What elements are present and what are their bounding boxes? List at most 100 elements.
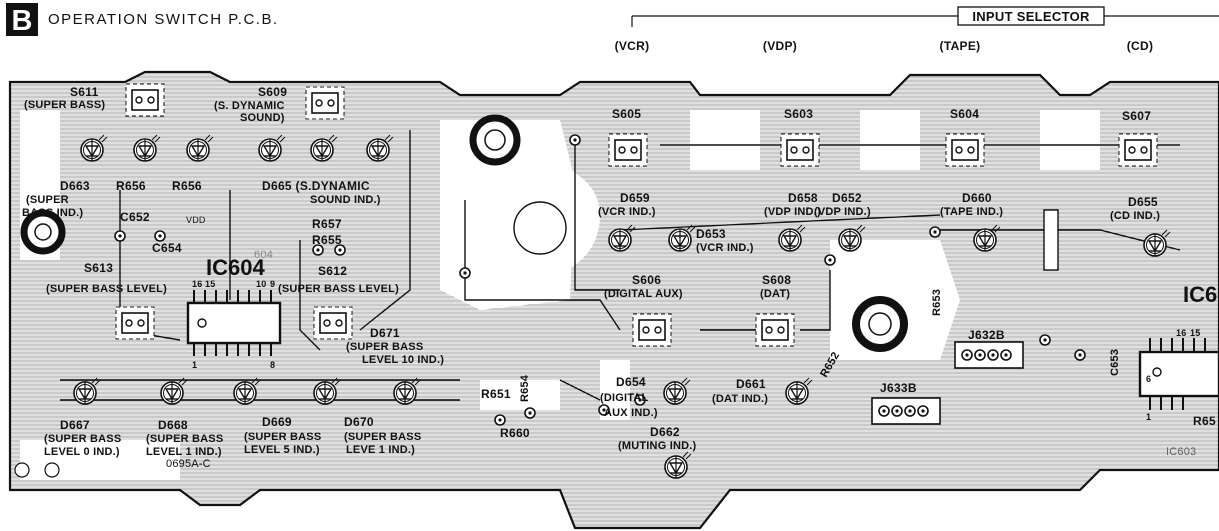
connector-j633b [871, 397, 941, 425]
label-s612: S612 [318, 264, 347, 278]
switch-s608 [755, 313, 795, 347]
switch-s605 [608, 133, 648, 167]
label-pin1: 1 [192, 360, 197, 370]
switch-s603 [780, 133, 820, 167]
ic603-chip [1138, 338, 1219, 410]
label-d654: D654 [616, 375, 646, 389]
switch-s613 [115, 306, 155, 340]
label-d669-desc1: (SUPER BASS [244, 431, 321, 443]
mounting-holes [14, 114, 1059, 478]
selector-vcr: (VCR) [615, 39, 650, 53]
label-ic603-bot: IC603 [1166, 446, 1196, 458]
label-d668: D668 [158, 418, 188, 432]
label-d660-desc: (TAPE IND.) [940, 206, 1003, 218]
label-s604: S604 [950, 107, 979, 121]
label-s612-desc: (SUPER BASS LEVEL) [278, 283, 399, 295]
label-pin15a: 15 [205, 279, 215, 289]
label-s611-desc: (SUPER BASS) [24, 99, 105, 111]
label-r660: R660 [500, 426, 530, 440]
label-r651: R651 [481, 387, 511, 401]
label-r656a: R656 [116, 179, 146, 193]
input-selector-box [957, 6, 1105, 26]
label-d671: D671 [370, 326, 400, 340]
label-r657: R657 [312, 217, 342, 231]
label-pin1b: 1 [1146, 412, 1151, 422]
label-pin9: 9 [270, 279, 275, 289]
selector-tape: (TAPE) [940, 39, 981, 53]
header: B OPERATION SWITCH P.C.B. INPUT SELECTOR… [6, 3, 1219, 53]
selector-cd: (CD) [1127, 39, 1154, 53]
label-d665: D665 (S.DYNAMIC [262, 179, 370, 193]
label-d660: D660 [962, 191, 992, 205]
switch-s607 [1118, 133, 1158, 167]
label-ic603-top: IC60 [1183, 282, 1219, 307]
label-pin16a: 16 [192, 279, 202, 289]
label-r654: R654 [519, 374, 531, 402]
label-d669: D669 [262, 415, 292, 429]
label-s609: S609 [258, 85, 287, 99]
label-pcb-code: 0695A-C [166, 458, 211, 470]
label-s609-desc1: (S. DYNAMIC [214, 100, 285, 112]
label-d667: D667 [60, 418, 90, 432]
label-s606-desc: (DIGITAL AUX) [604, 288, 683, 300]
selector-vdp: (VDP) [763, 39, 797, 53]
switch-s604 [945, 133, 985, 167]
label-vdd: VDD [186, 215, 206, 225]
label-d658: D658 [788, 191, 818, 205]
label-s613-desc: (SUPER BASS LEVEL) [46, 283, 167, 295]
label-d654-desc2: AUX IND.) [604, 407, 658, 419]
label-j633b: J633B [880, 381, 917, 395]
label-c652: C652 [120, 210, 150, 224]
label-d667-desc1: (SUPER BASS [44, 433, 121, 445]
label-ic604: IC604 [206, 255, 265, 280]
label-s608-desc: (DAT) [760, 288, 790, 300]
component-labels: S611 (SUPER BASS) S609 (S. DYNAMIC SOUND… [22, 85, 1219, 470]
label-s606: S606 [632, 273, 661, 287]
label-d661: D661 [736, 377, 766, 391]
label-d662-desc: (MUTING IND.) [618, 440, 697, 452]
label-pin6: 6 [1146, 374, 1151, 384]
label-d658-desc: (VDP IND.) [764, 206, 821, 218]
label-d653: D653 [696, 227, 726, 241]
label-s603: S603 [784, 107, 813, 121]
label-d661-desc: (DAT IND.) [712, 393, 768, 405]
label-d671-desc1: (SUPER BASS [346, 341, 423, 353]
label-j632b: J632B [968, 328, 1005, 342]
label-d670: D670 [344, 415, 374, 429]
label-d670-desc1: (SUPER BASS [344, 431, 421, 443]
label-d654-desc1: (DIGITAL [600, 392, 649, 404]
label-s611: S611 [70, 85, 99, 99]
section-badge [6, 3, 38, 36]
label-d671-desc2: LEVEL 10 IND.) [362, 354, 444, 366]
label-pin15b: 15 [1190, 328, 1200, 338]
label-pin8: 8 [270, 360, 275, 370]
label-pin16b: 16 [1176, 328, 1186, 338]
switch-s606 [632, 313, 672, 347]
switch-s612 [313, 306, 353, 340]
label-d662: D662 [650, 425, 680, 439]
label-r653: R653 [931, 289, 943, 316]
connector-j632b [954, 341, 1024, 369]
label-super-bass-ind1: (SUPER [26, 194, 69, 206]
label-s609-desc2: SOUND) [240, 112, 285, 124]
label-d665-desc: SOUND IND.) [310, 194, 381, 206]
label-d659-desc: (VCR IND.) [598, 206, 656, 218]
label-s607: S607 [1122, 109, 1151, 123]
label-pin10: 10 [256, 279, 266, 289]
label-c653: C653 [1109, 349, 1121, 376]
label-ic-ghost: 604 [254, 249, 273, 261]
label-d667-desc2: LEVEL 0 IND.) [44, 446, 120, 458]
label-d659: D659 [620, 191, 650, 205]
label-d663: D663 [60, 179, 90, 193]
label-d669-desc2: LEVEL 5 IND.) [244, 444, 320, 456]
input-selector-label: INPUT SELECTOR [972, 9, 1090, 24]
switch-s609 [305, 86, 345, 120]
label-r655: R655 [312, 233, 342, 247]
switch-s611 [125, 83, 165, 117]
label-r65: R65 [1193, 414, 1216, 428]
label-r656b: R656 [172, 179, 202, 193]
label-s605: S605 [612, 107, 641, 121]
label-super-bass-ind2: BASS IND.) [22, 207, 83, 219]
section-letter: B [12, 5, 33, 37]
label-d668-desc1: (SUPER BASS [146, 433, 223, 445]
